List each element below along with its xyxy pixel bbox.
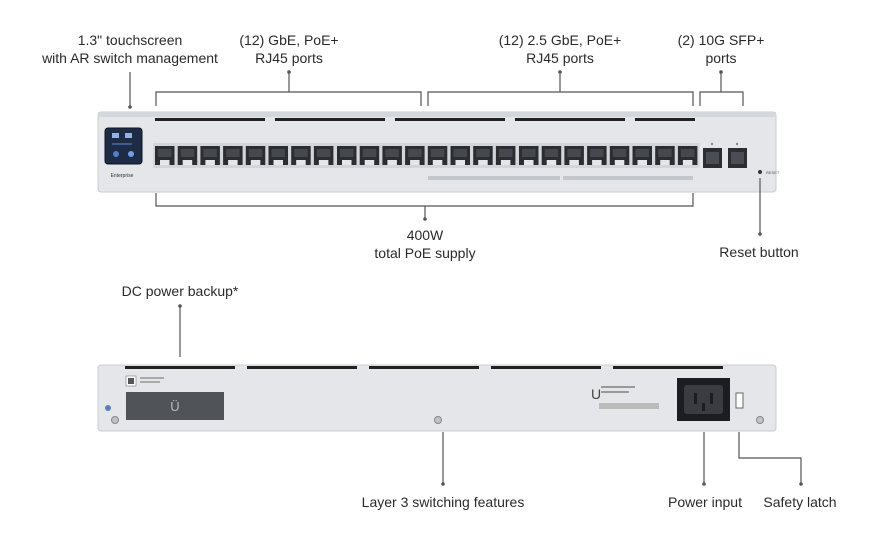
gbe-ports-callout-line2: RJ45 ports (255, 50, 323, 66)
sfp-ports-callout: (2) 10G SFP+ ports (670, 31, 772, 67)
safety-latch-callout: Safety latch (755, 493, 845, 511)
ports-25gbe-callout-line2: RJ45 ports (526, 50, 594, 66)
reset-text: RESET (766, 170, 780, 175)
touchscreen (104, 127, 143, 165)
dc-power-backup-callout: DC power backup* (108, 282, 252, 300)
ubiquiti-logo: Ü (170, 399, 179, 414)
callout-lines (128, 70, 803, 486)
power-input-callout-text: Power input (668, 494, 742, 510)
front-panel: Enterprise RESET (97, 111, 780, 193)
touchscreen-callout-line2: with AR switch management (42, 50, 218, 66)
gbe-ports-callout-line1: (12) GbE, PoE+ (239, 32, 339, 48)
safety-latch-callout-text: Safety latch (763, 494, 837, 510)
safety-latch[interactable] (735, 392, 744, 409)
reset-button-callout-text: Reset button (719, 244, 799, 260)
touchscreen-callout: 1.3" touchscreen with AR switch manageme… (38, 31, 222, 67)
reset-button[interactable]: RESET (758, 170, 780, 175)
sfp-ports-callout-line1: (2) 10G SFP+ (677, 32, 765, 48)
brand-text: Enterprise (111, 173, 134, 179)
dc-power-backup-callout-text: DC power backup* (121, 283, 239, 299)
dc-power-backup-slot: Ü (126, 392, 224, 420)
rj45-port-group (153, 143, 700, 180)
ports-25gbe-callout: (12) 2.5 GbE, PoE+ RJ45 ports (490, 31, 630, 67)
rear-panel: Ü U (97, 364, 777, 432)
regulatory-marks: U (591, 386, 659, 409)
layer3-callout-text: Layer 3 switching features (361, 494, 525, 510)
reset-button-callout: Reset button (708, 243, 810, 261)
touchscreen-callout-line1: 1.3" touchscreen (77, 32, 183, 48)
svg-text:U: U (591, 386, 601, 402)
poe-supply-callout: 400W total PoE supply (355, 226, 495, 262)
poe-supply-callout-line1: 400W (406, 227, 444, 243)
power-input-callout: Power input (660, 493, 750, 511)
power-input-socket (677, 378, 730, 421)
poe-supply-callout-line2: total PoE supply (374, 245, 476, 261)
layer3-callout: Layer 3 switching features (343, 493, 543, 511)
gbe-ports-callout: (12) GbE, PoE+ RJ45 ports (230, 31, 348, 67)
sfp-ports-callout-line2: ports (705, 50, 737, 66)
sfp-ports (703, 142, 747, 168)
ports-25gbe-callout-line1: (12) 2.5 GbE, PoE+ (498, 32, 622, 48)
